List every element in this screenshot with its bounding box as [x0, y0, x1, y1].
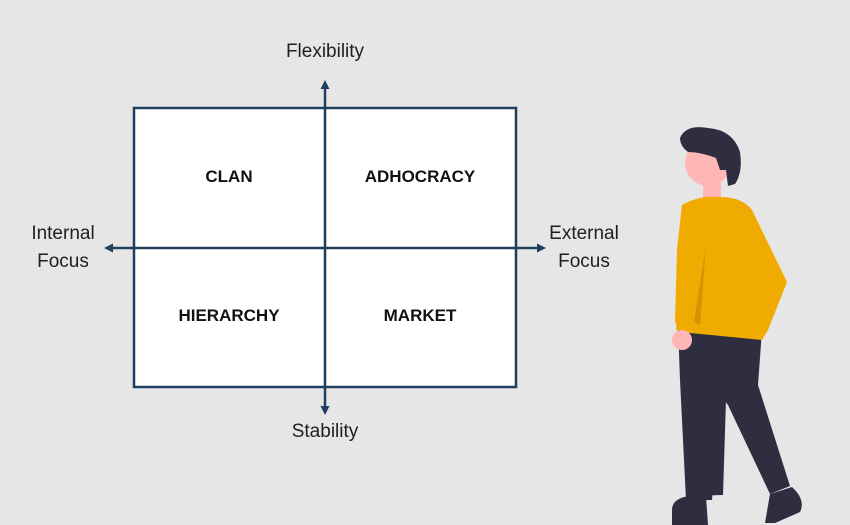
axis-label-left: Internal Focus — [31, 223, 95, 272]
arrow-up-icon — [320, 80, 330, 89]
arrow-down-icon — [320, 406, 330, 415]
horizontal-axis — [104, 243, 546, 253]
person-illustration — [672, 127, 802, 525]
pants — [678, 325, 790, 500]
arrow-left-icon — [104, 243, 113, 253]
front-shoe — [765, 487, 802, 523]
quadrant-clan: CLAN — [205, 167, 253, 186]
back-shoe — [672, 496, 708, 525]
shirt — [675, 196, 787, 340]
hair — [680, 127, 741, 186]
shirt-fold — [694, 245, 706, 325]
hand — [672, 330, 692, 350]
axis-label-right: External Focus — [549, 223, 619, 272]
arrow-right-icon — [537, 243, 546, 253]
quadrant-hierarchy: HIERARCHY — [178, 306, 280, 325]
quadrant-adhocracy: ADHOCRACY — [364, 167, 476, 186]
axis-label-top: Flexibility — [285, 41, 365, 62]
quadrant-market: MARKET — [383, 306, 457, 325]
axis-label-bottom: Stability — [291, 421, 359, 442]
arm — [676, 212, 698, 330]
